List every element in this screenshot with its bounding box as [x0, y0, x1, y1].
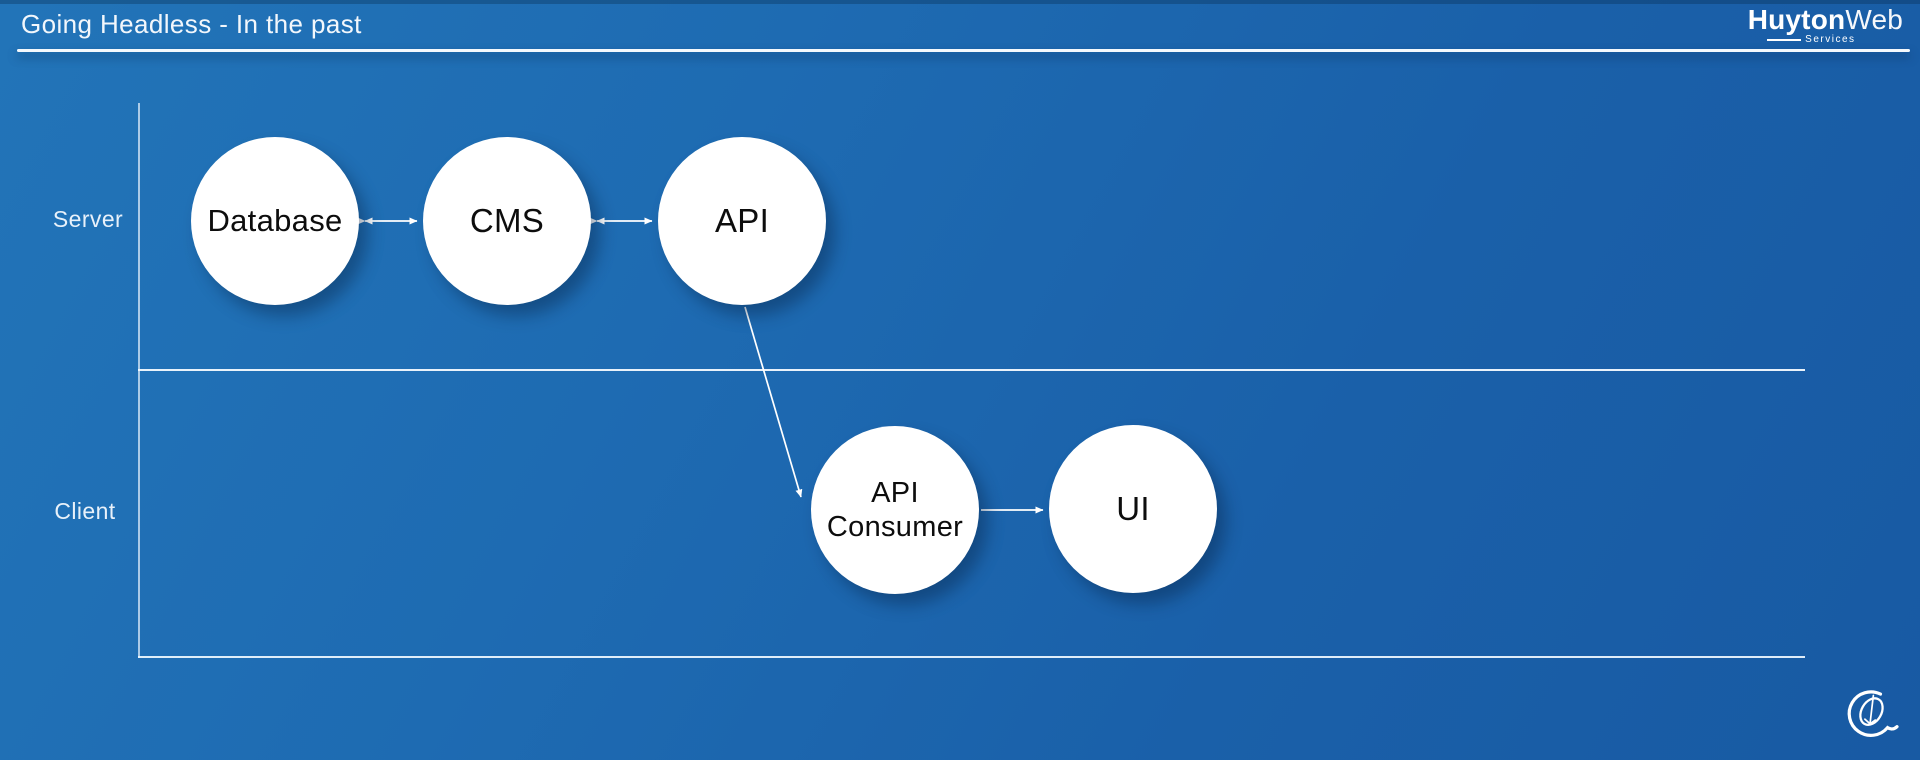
server-client-divider-line — [138, 369, 1805, 371]
brand-wordmark: HuytonWeb — [1748, 6, 1903, 34]
arrow-api-to-api-consumer — [744, 306, 803, 498]
api-consumer-line1: API — [871, 476, 919, 509]
api-node-label: API — [714, 202, 770, 239]
brand-name-bold: Huyton — [1747, 4, 1846, 35]
server-row-label: Server — [52, 206, 124, 232]
ui-node-label: UI — [1116, 490, 1150, 527]
brand-name-light: Web — [1845, 4, 1903, 35]
api-consumer-node-label: API Consumer — [827, 476, 963, 544]
api-consumer-node: API Consumer — [811, 426, 979, 594]
cms-node-label: CMS — [469, 202, 545, 239]
cms-node: CMS — [423, 137, 591, 305]
header-underline — [17, 49, 1910, 52]
ui-node: UI — [1049, 425, 1217, 593]
diagram-bottom-axis-line — [138, 656, 1805, 658]
brand-subtitle-row: Services — [1748, 35, 1875, 45]
diagram-left-axis-line — [138, 103, 140, 658]
page-title: Going Headless - In the past — [21, 9, 362, 39]
database-node: Database — [191, 137, 359, 305]
database-node-label: Database — [207, 203, 343, 238]
brand-subtitle: Services — [1805, 34, 1856, 45]
brand-subtitle-rule — [1767, 39, 1802, 41]
huytonweb-swirl-logo-icon — [1847, 690, 1899, 737]
api-consumer-line2: Consumer — [826, 511, 964, 543]
client-row-label: Client — [54, 498, 116, 524]
brand-logo: HuytonWeb Services — [1748, 6, 1903, 45]
api-node: API — [658, 137, 826, 305]
